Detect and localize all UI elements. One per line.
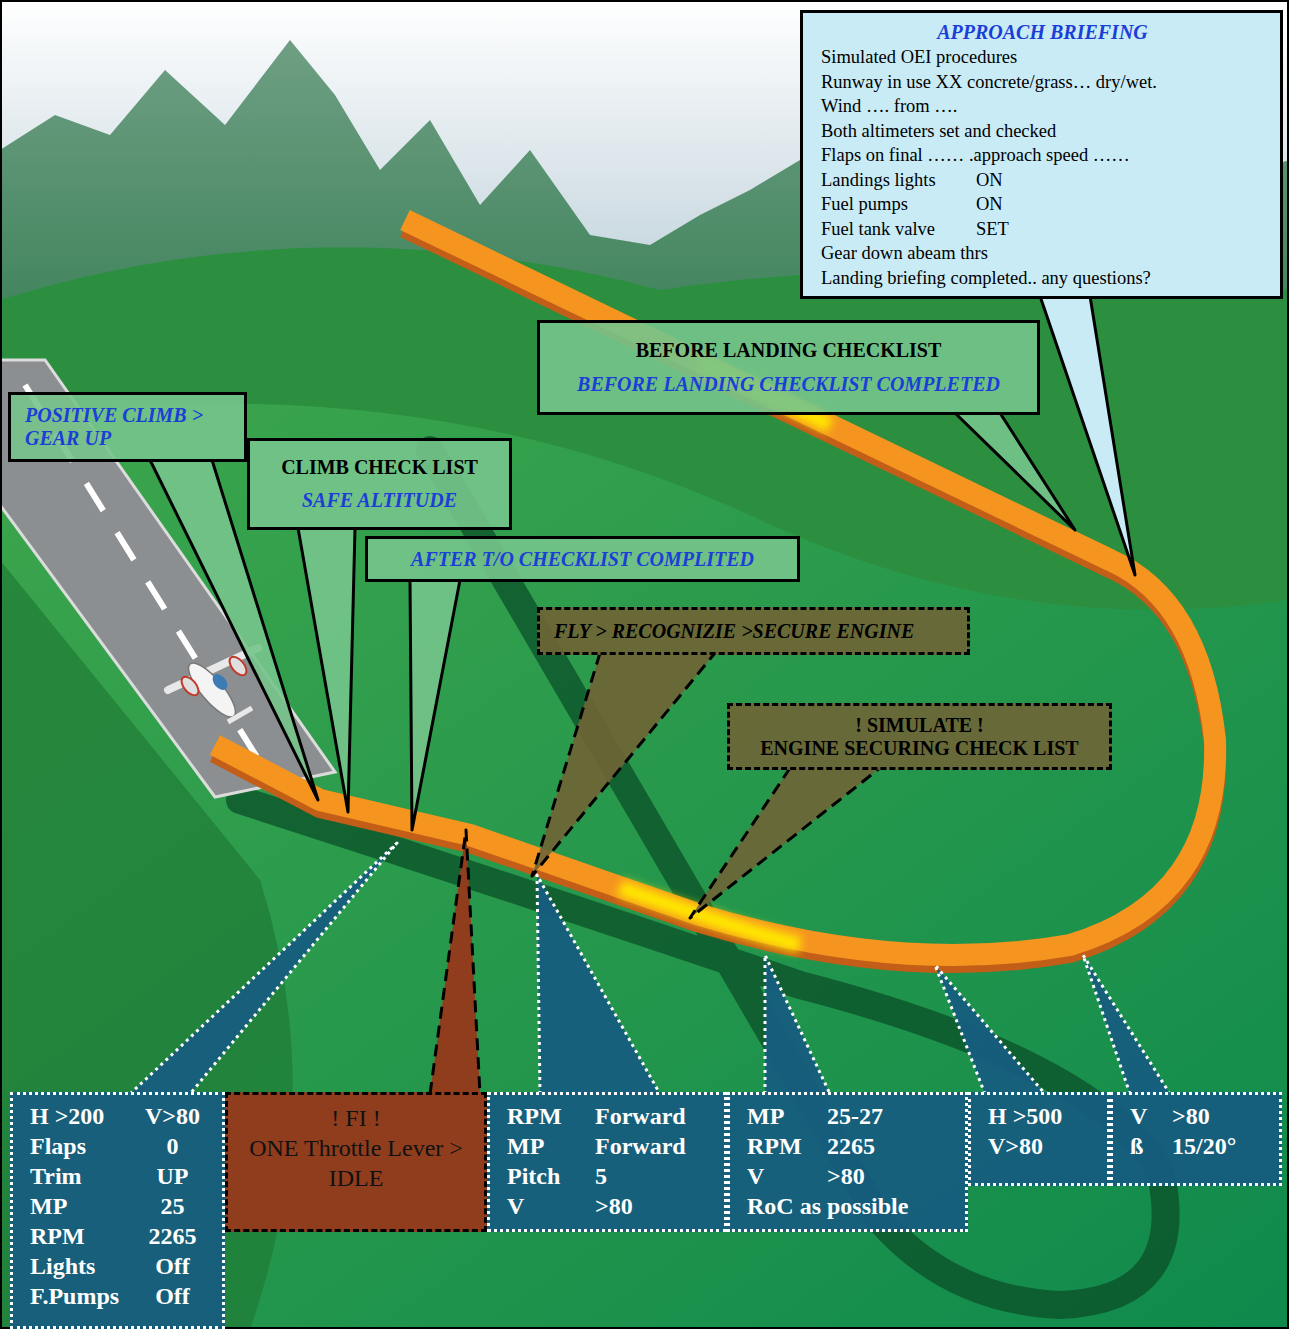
parameter-text: F.Pumps <box>30 1281 135 1311</box>
callout-text: ENGINE SECURING CHECK LIST <box>760 737 1078 760</box>
parameter-text: Trim <box>30 1161 135 1191</box>
parameter-text: RPM <box>30 1221 135 1251</box>
parameter-text: 25-27 <box>827 1101 953 1131</box>
checklist-callout: AFTER T/O CHECKLIST COMPLITED <box>365 536 800 582</box>
parameter-text: RPM <box>507 1101 595 1131</box>
parameter-text: Landing briefing completed.. any questio… <box>821 266 1264 291</box>
parameter-text: 25 <box>135 1191 210 1221</box>
parameter-text: V <box>507 1191 595 1221</box>
parameter-text: >80 <box>595 1191 712 1221</box>
parameter-text: 2265 <box>135 1221 210 1251</box>
flight-path <box>215 220 1215 955</box>
parameter-text: V <box>747 1161 827 1191</box>
parameter-text: Off <box>135 1281 210 1311</box>
parameter-text: H >500 <box>988 1101 1095 1131</box>
parameter-text: APPROACH BRIEFING <box>821 19 1264 45</box>
callout-text: CLIMB CHECK LIST <box>281 456 478 479</box>
parameter-box: H >200V>80Flaps0TrimUPMP25RPM2265LightsO… <box>10 1092 225 1329</box>
flight-path-side <box>215 227 1215 962</box>
parameter-text: 15/20° <box>1172 1131 1267 1161</box>
parameter-text: Gear down abeam thrs <box>821 241 1264 266</box>
briefing-box: APPROACH BRIEFINGSimulated OEI procedure… <box>800 10 1283 299</box>
parameter-text: ON <box>976 168 1264 193</box>
parameter-text: Runway in use XX concrete/grass… dry/wet… <box>821 70 1264 95</box>
callout-text: BEFORE LANDING CHECKLIST <box>636 339 942 362</box>
parameter-text: Off <box>135 1251 210 1281</box>
parameter-text: MP <box>507 1131 595 1161</box>
parameter-text: V>80 <box>988 1131 1095 1161</box>
parameter-text: Wind …. from …. <box>821 94 1264 119</box>
callout-pointers <box>130 296 1170 1094</box>
parameter-text: Simulated OEI procedures <box>821 45 1264 70</box>
callout-text: POSITIVE CLIMB > GEAR UP <box>25 404 230 450</box>
callout-text: FLY > RECOGNIZIE >SECURE ENGINE <box>554 620 914 643</box>
parameter-text: H >200 <box>30 1101 135 1131</box>
checklist-callout: POSITIVE CLIMB > GEAR UP <box>8 392 247 462</box>
parameter-text: MP <box>30 1191 135 1221</box>
parameter-text: Both altimeters set and checked <box>821 119 1264 144</box>
parameter-text: UP <box>135 1161 210 1191</box>
parameter-box: MP25-27RPM2265V>80RoC as possible <box>727 1092 968 1232</box>
parameter-text: 2265 <box>827 1131 953 1161</box>
parameter-text: V>80 <box>135 1101 210 1131</box>
parameter-text: Flaps on final …… .approach speed …… <box>821 143 1264 168</box>
parameter-text: 0 <box>135 1131 210 1161</box>
engine-failure-callout: FLY > RECOGNIZIE >SECURE ENGINE <box>537 607 970 655</box>
parameter-text: Fuel tank valve <box>821 217 976 242</box>
callout-text: ! SIMULATE ! <box>855 714 984 737</box>
hills <box>0 247 1289 1329</box>
parameter-text: Forward <box>595 1101 712 1131</box>
parameter-text: MP <box>747 1101 827 1131</box>
instructor-action-box: ! FI !ONE Throttle Lever > IDLE <box>225 1092 487 1232</box>
parameter-text: RoC as possible <box>747 1191 953 1221</box>
aircraft <box>168 648 258 723</box>
parameter-text: V <box>1130 1101 1172 1131</box>
parameter-text: Landings lights <box>821 168 976 193</box>
parameter-text: 5 <box>595 1161 712 1191</box>
callout-text: SAFE ALTITUDE <box>302 489 457 512</box>
callout-text: ! FI ! <box>331 1103 380 1133</box>
parameter-box: H >500V>80 <box>968 1092 1110 1186</box>
parameter-text: Lights <box>30 1251 135 1281</box>
callout-text: ONE Throttle Lever > IDLE <box>239 1133 474 1193</box>
callout-text: AFTER T/O CHECKLIST COMPLITED <box>411 548 754 571</box>
parameter-text: >80 <box>1172 1101 1267 1131</box>
parameter-text: Fuel pumps <box>821 192 976 217</box>
parameter-text: SET <box>976 217 1264 242</box>
callout-text: BEFORE LANDING CHECKLIST COMPLETED <box>577 373 1000 396</box>
parameter-text: Pitch <box>507 1161 595 1191</box>
parameter-text: Forward <box>595 1131 712 1161</box>
parameter-text: ON <box>976 192 1264 217</box>
parameter-text: Flaps <box>30 1131 135 1161</box>
parameter-text: RPM <box>747 1131 827 1161</box>
checklist-callout: BEFORE LANDING CHECKLIST BEFORE LANDING C… <box>537 320 1040 415</box>
parameter-text: >80 <box>827 1161 953 1191</box>
parameter-text: ß <box>1130 1131 1172 1161</box>
parameter-box: V>80ß15/20° <box>1110 1092 1282 1186</box>
parameter-box: RPMForwardMPForwardPitch5V>80 <box>487 1092 727 1232</box>
engine-failure-callout: ! SIMULATE !ENGINE SECURING CHECK LIST <box>727 703 1112 770</box>
checklist-callout: CLIMB CHECK LIST SAFE ALTITUDE <box>247 438 512 530</box>
